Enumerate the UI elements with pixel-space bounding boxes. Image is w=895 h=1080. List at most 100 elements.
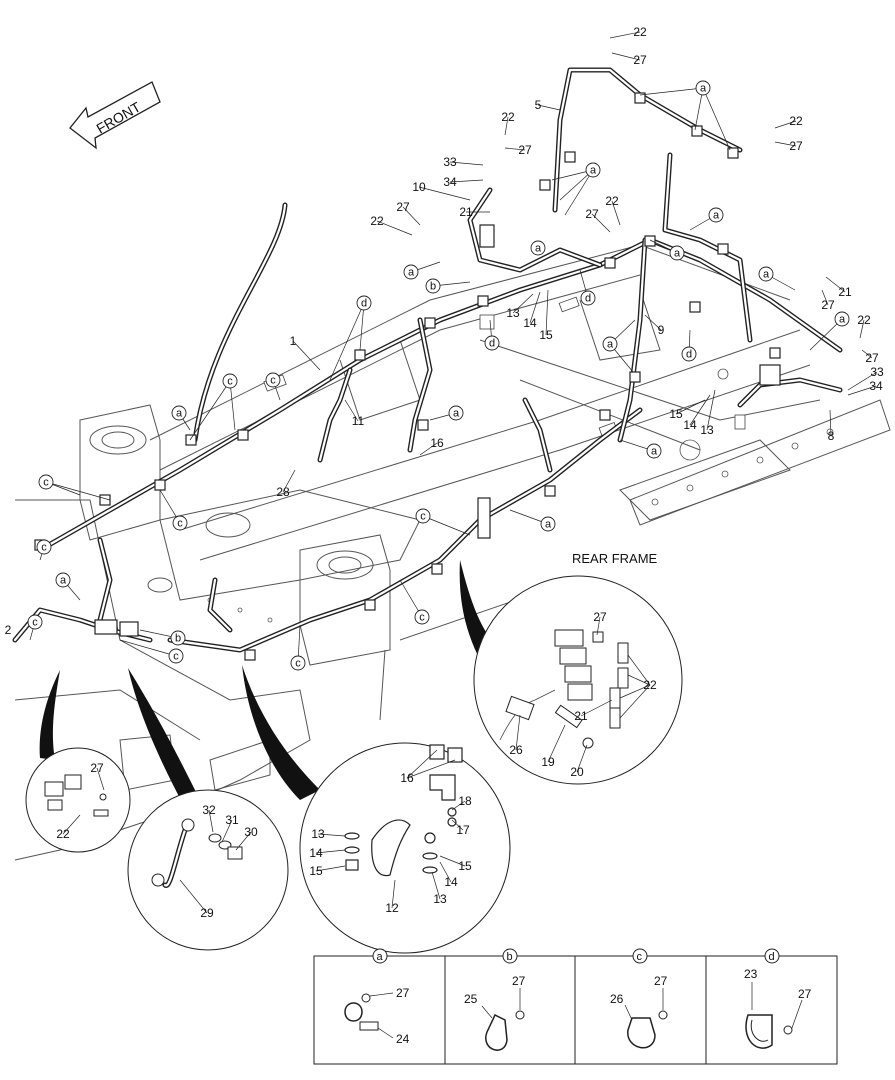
clamp-type-circle bbox=[172, 515, 188, 531]
callout-leader-line bbox=[431, 871, 441, 900]
part-number-label: 14 bbox=[444, 875, 458, 889]
legend-part-bottom: 27 bbox=[798, 987, 812, 1001]
callout-leader-line bbox=[96, 767, 105, 791]
callout-leader-line bbox=[391, 879, 396, 909]
clamp-type-circle bbox=[356, 295, 372, 311]
callout-leader-line bbox=[208, 809, 214, 833]
part-number-label: 13 bbox=[506, 306, 520, 320]
callout-leader-line bbox=[774, 141, 797, 147]
callout-leader-line bbox=[406, 759, 456, 779]
callout-leader-line bbox=[406, 749, 438, 779]
callout-leader-line bbox=[422, 515, 471, 536]
callout-leader-line bbox=[504, 147, 526, 151]
clamp-type-circle bbox=[669, 245, 685, 261]
legend-panel-c: c 27 26 bbox=[610, 948, 668, 1049]
part-number-label: 32 bbox=[202, 803, 216, 817]
clamp-type-circle bbox=[403, 264, 419, 280]
clamp-type-circle bbox=[414, 609, 430, 625]
clamp-type-letter: a bbox=[651, 446, 658, 458]
callout-leader-line bbox=[627, 674, 651, 686]
callout-leader-line bbox=[179, 879, 208, 914]
callout-leader-line bbox=[189, 380, 231, 441]
clamp-type-letter: a bbox=[60, 575, 67, 587]
clamp-type-circle bbox=[265, 372, 281, 388]
callout-leader-line bbox=[292, 340, 321, 371]
part-number-label: 1 bbox=[290, 334, 297, 348]
callout-leader-line bbox=[229, 380, 236, 431]
clamp-type-circle bbox=[38, 474, 54, 490]
callout-leader-line bbox=[119, 639, 177, 657]
clamp-type-letter: c bbox=[173, 651, 179, 663]
callout-leader-line bbox=[376, 220, 413, 236]
callout-leader-line bbox=[315, 849, 346, 854]
detail-circle-left-middle bbox=[127, 789, 289, 951]
callout-leader-line bbox=[847, 371, 878, 391]
callout-leader-line bbox=[547, 724, 566, 763]
callout-leader-line bbox=[591, 213, 611, 233]
clamp-type-circle bbox=[708, 207, 724, 223]
callout-leader-line bbox=[627, 654, 651, 686]
part-number-label: 22 bbox=[789, 114, 803, 128]
clamp-type-letter: d bbox=[489, 338, 495, 350]
clamp-type-circle bbox=[171, 405, 187, 421]
clamp-type-letter: a bbox=[590, 165, 597, 177]
clamp-type-circle bbox=[580, 290, 596, 306]
legend-part-top: 27 bbox=[654, 974, 668, 988]
callout-leader-line bbox=[859, 319, 865, 339]
clamp-type-circle bbox=[602, 336, 618, 352]
clamp-type-circle bbox=[55, 572, 71, 588]
clamp-type-letter: c bbox=[177, 518, 183, 530]
clamp-type-letter: b bbox=[430, 281, 436, 293]
clamp-type-letter: a bbox=[763, 269, 770, 281]
part-number-label: 13 bbox=[433, 892, 447, 906]
part-number-label: 9 bbox=[658, 323, 665, 337]
callout-leader-line bbox=[580, 699, 613, 717]
part-number-label: 27 bbox=[518, 143, 532, 157]
part-number-label: 16 bbox=[430, 436, 444, 450]
callout-leader-line bbox=[235, 831, 252, 851]
clamp-type-circle bbox=[36, 539, 52, 555]
part-number-label: 33 bbox=[870, 365, 884, 379]
callout-leader-line bbox=[317, 833, 346, 837]
clamp-type-circle bbox=[834, 311, 850, 327]
part-number-label: 15 bbox=[309, 864, 323, 878]
clamp-type-circle bbox=[168, 648, 184, 664]
callout-leader-line bbox=[221, 819, 233, 843]
part-number-label: 13 bbox=[311, 827, 325, 841]
callout-leader-line bbox=[449, 179, 484, 183]
clamp-type-letter: c bbox=[270, 375, 276, 387]
callout-leader-line bbox=[847, 385, 877, 396]
callout-leader-line bbox=[419, 442, 438, 456]
part-number-label: 27 bbox=[789, 139, 803, 153]
callout-leader-line bbox=[545, 289, 549, 336]
callout-leader-line bbox=[62, 814, 81, 835]
callout-leader-line bbox=[576, 744, 588, 773]
clamp-type-letter: a bbox=[535, 243, 542, 255]
part-number-label: 19 bbox=[541, 755, 555, 769]
callout-leader-line bbox=[639, 87, 704, 96]
part-number-label: 14 bbox=[683, 418, 697, 432]
part-number-label: 15 bbox=[539, 328, 553, 342]
legend-part-top: 23 bbox=[744, 967, 758, 981]
clamp-type-circle bbox=[484, 335, 500, 351]
callout-leader-line bbox=[829, 409, 832, 437]
clamp-type-letter: a bbox=[545, 519, 552, 531]
legend-part-bottom: 26 bbox=[610, 992, 624, 1006]
legend-letter: c bbox=[637, 951, 643, 963]
legend-panel-d: d 23 27 bbox=[744, 948, 812, 1049]
callout-leader-line bbox=[451, 800, 466, 811]
callout-leader-line bbox=[689, 394, 711, 426]
part-number-label: 21 bbox=[459, 205, 473, 219]
callout-leader-line bbox=[439, 855, 466, 867]
clamp-type-letter: b bbox=[175, 633, 181, 645]
callout-leader-line bbox=[702, 87, 731, 151]
part-number-label: 17 bbox=[456, 823, 470, 837]
part-number-label: 28 bbox=[276, 485, 290, 499]
detail-circle-middle bbox=[299, 742, 511, 954]
legend-panel-a: a 27 24 bbox=[344, 948, 410, 1046]
part-number-label: 22 bbox=[643, 678, 657, 692]
part-number-label: 27 bbox=[865, 351, 879, 365]
part-number-label: 5 bbox=[535, 98, 542, 112]
part-number-label: 15 bbox=[458, 859, 472, 873]
part-number-label: 13 bbox=[700, 423, 714, 437]
